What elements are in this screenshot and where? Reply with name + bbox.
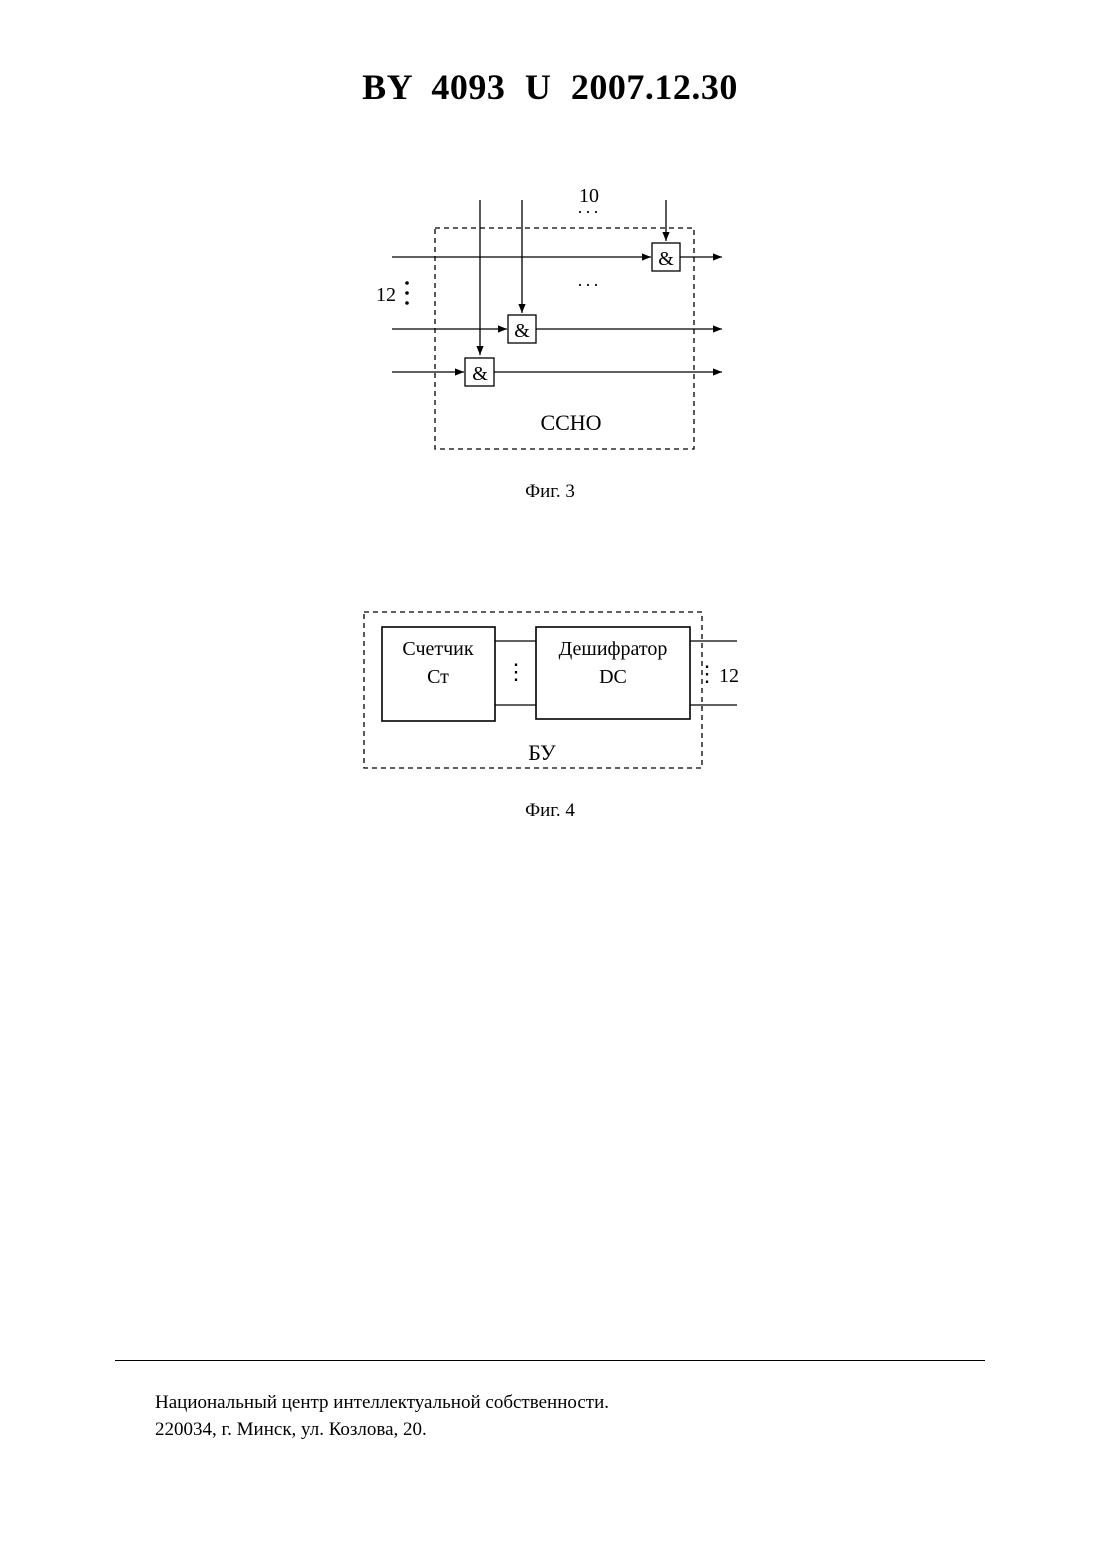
decoder-label: Дешифратор [559, 638, 668, 660]
figure-4-caption: Фиг. 4 [0, 800, 1100, 822]
bus-dots: ⋮ [505, 659, 527, 684]
counter-symbol: Ст [427, 666, 449, 688]
output-dots: ⋮ [696, 661, 718, 686]
footer-address: 220034, г. Минск, ул. Козлова, 20. [155, 1416, 609, 1443]
vertical-dot [405, 301, 409, 305]
label-12-left: 12 [376, 284, 396, 306]
figure-3-caption: Фиг. 3 [0, 481, 1100, 503]
decoder-symbol: DC [599, 666, 627, 688]
footer-block: Национальный центр интеллектуальной собс… [155, 1389, 609, 1443]
bu-block-label: БУ [528, 740, 556, 765]
vertical-dot [405, 291, 409, 295]
label-12-right: 12 [719, 665, 739, 687]
footer-divider [115, 1360, 985, 1361]
and-gate-mid-symbol: & [514, 320, 530, 342]
and-gate-top-symbol: & [658, 248, 674, 270]
ellipsis-top: ··· [577, 202, 601, 222]
footer-organization: Национальный центр интеллектуальной собс… [155, 1389, 609, 1416]
ellipsis-mid: ··· [577, 275, 601, 295]
and-gate-bottom-symbol: & [472, 363, 488, 385]
vertical-dot [405, 281, 409, 285]
ccho-block-label: ССНО [540, 410, 601, 435]
counter-label: Счетчик [402, 638, 474, 660]
